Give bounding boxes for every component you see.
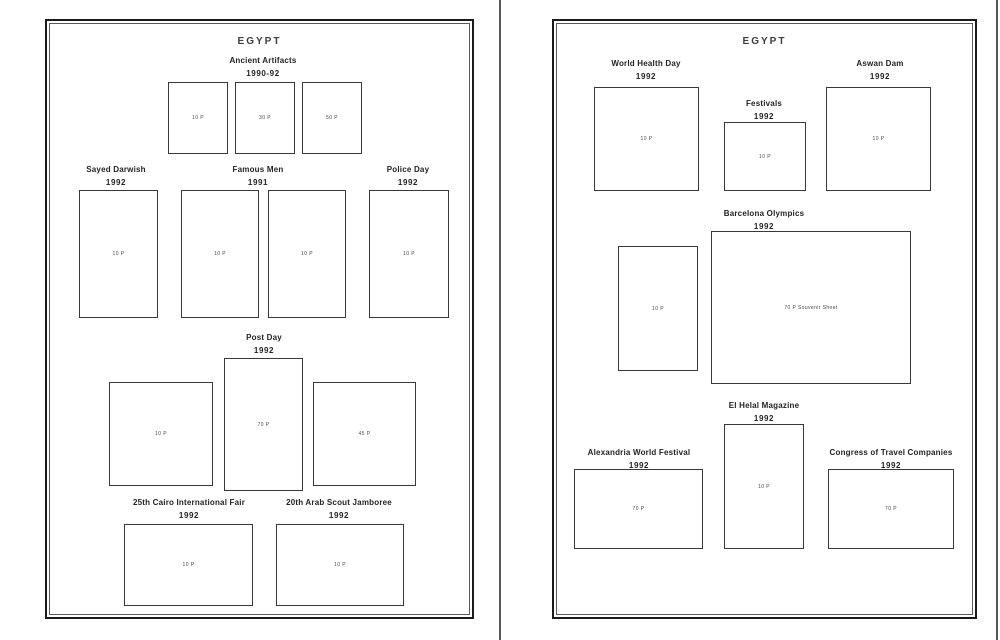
stamp-value: 10 P xyxy=(872,136,885,142)
section-year: 1992 xyxy=(328,510,350,520)
section-title: World Health Day xyxy=(611,59,681,68)
stamp-value: 45 P xyxy=(358,431,371,437)
stamp-box: 30 P xyxy=(235,82,295,154)
stamp-value: 70 P xyxy=(257,421,270,428)
stamp-box: 10 P xyxy=(594,87,699,191)
section-title: 25th Cairo International Fair xyxy=(132,498,246,507)
section-year: 1992 xyxy=(178,510,200,520)
section-heading-ancient-artifacts: Ancient Artifacts 1990-92 xyxy=(163,55,363,80)
stamp-box: 10 P xyxy=(276,524,404,606)
stamp-box-souvenir-sheet: 70 P Souvenir Sheet xyxy=(711,231,911,384)
stamp-box: 10 P xyxy=(268,190,346,318)
section-year: 1990-92 xyxy=(246,68,280,78)
section-title: El Helal Magazine xyxy=(728,401,800,410)
stamp-box: 45 P xyxy=(313,382,416,486)
stamp-box: 10 P xyxy=(724,122,806,191)
stamp-box: 10 P xyxy=(181,190,259,318)
stamp-value: 70 P xyxy=(885,506,897,512)
section-title: Congress of Travel Companies xyxy=(829,448,953,457)
stamp-box: 10 P xyxy=(618,246,698,371)
section-heading-sayed-darwish: Sayed Darwish 1992 xyxy=(16,164,216,189)
stamp-value: 10 P xyxy=(182,562,195,568)
stamp-value: 10 P xyxy=(403,251,415,257)
album-page-left: EGYPT Ancient Artifacts 1990-92 10 P 30 … xyxy=(45,19,474,619)
section-heading-barcelona-olympics: Barcelona Olympics 1992 xyxy=(664,208,864,233)
stamp-value: 10 P xyxy=(112,251,125,257)
stamp-value: 10 P xyxy=(214,251,226,257)
stamp-value: 10 P xyxy=(155,431,167,437)
section-heading-aswan-dam: Aswan Dam 1992 xyxy=(780,58,980,83)
section-heading-festivals: Festivals 1992 xyxy=(664,98,864,123)
album-page-right: EGYPT World Health Day 1992 10 P Festiva… xyxy=(552,19,977,619)
section-heading-post-day: Post Day 1992 xyxy=(164,332,364,357)
section-year: 1992 xyxy=(880,460,902,470)
section-heading-el-helal-magazine: El Helal Magazine 1992 xyxy=(664,400,864,425)
section-year: 1992 xyxy=(753,111,775,121)
section-title: 20th Arab Scout Jamboree xyxy=(286,498,392,507)
stamp-value: 50 P xyxy=(326,115,338,121)
center-gutter-line xyxy=(499,0,501,640)
section-heading-scout-jamboree: 20th Arab Scout Jamboree 1992 xyxy=(239,497,439,522)
section-heading-alexandria-festival: Alexandria World Festival 1992 xyxy=(539,447,739,472)
section-heading-police-day: Police Day 1992 xyxy=(308,164,508,189)
stamp-box: 10 P xyxy=(79,190,158,318)
section-title: Alexandria World Festival xyxy=(587,448,691,457)
section-title: Famous Men xyxy=(232,165,284,174)
stamp-value: 70 P Souvenir Sheet xyxy=(784,304,838,311)
page-title: EGYPT xyxy=(742,36,787,47)
stamp-box: 50 P xyxy=(302,82,362,154)
section-heading-cairo-fair: 25th Cairo International Fair 1992 xyxy=(89,497,289,522)
stamp-value: 10 P xyxy=(192,115,204,121)
section-year: 1992 xyxy=(253,345,275,355)
section-title: Post Day xyxy=(246,333,282,342)
stamp-value: 10 P xyxy=(758,483,770,490)
stamp-box: 70 P xyxy=(828,469,954,549)
section-year: 1992 xyxy=(628,460,650,470)
stamp-box: 10 P xyxy=(724,424,804,549)
section-title: Festivals xyxy=(745,99,783,108)
section-heading-travel-congress: Congress of Travel Companies 1992 xyxy=(791,447,991,472)
section-title: Aswan Dam xyxy=(856,59,904,68)
right-gutter-line xyxy=(996,0,998,640)
section-year: 1992 xyxy=(869,71,891,81)
stamp-box: 10 P xyxy=(168,82,228,154)
section-year: 1992 xyxy=(397,177,419,187)
stamp-value: 10 P xyxy=(652,305,664,312)
stamp-box: 70 P xyxy=(574,469,703,549)
section-year: 1992 xyxy=(635,71,657,81)
section-heading-famous-men: Famous Men 1991 xyxy=(158,164,358,189)
section-title: Police Day xyxy=(386,165,430,174)
section-year: 1992 xyxy=(753,221,775,231)
stamp-value: 10 P xyxy=(640,136,653,142)
stamp-box: 10 P xyxy=(826,87,931,191)
stamp-value: 70 P xyxy=(632,506,645,512)
section-year: 1992 xyxy=(105,177,127,187)
section-year: 1992 xyxy=(753,413,775,423)
section-year: 1991 xyxy=(247,177,269,187)
stamp-box: 10 P xyxy=(109,382,213,486)
stamp-box: 10 P xyxy=(124,524,253,606)
section-heading-world-health-day: World Health Day 1992 xyxy=(546,58,746,83)
section-title: Barcelona Olympics xyxy=(723,209,805,218)
section-title: Sayed Darwish xyxy=(86,165,146,174)
section-title: Ancient Artifacts xyxy=(229,56,297,65)
stamp-box: 10 P xyxy=(369,190,449,318)
stamp-value: 10 P xyxy=(301,251,313,257)
stamp-box: 70 P xyxy=(224,358,303,491)
stamp-value: 10 P xyxy=(334,562,346,568)
stamp-value: 10 P xyxy=(759,153,771,160)
stamp-value: 30 P xyxy=(259,115,271,121)
page-title: EGYPT xyxy=(237,36,282,47)
